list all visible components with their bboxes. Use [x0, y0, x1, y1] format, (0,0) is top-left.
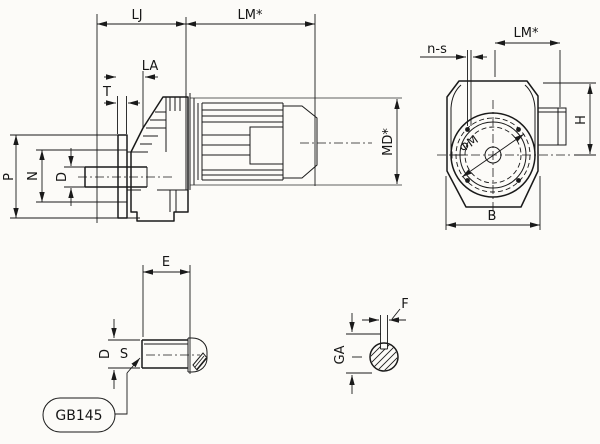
- dim-label-d-side: D: [55, 172, 70, 182]
- standard-label-gb145: GB145: [55, 408, 102, 424]
- terminal-box-front: [538, 107, 567, 146]
- gb145-balloon: [42, 397, 116, 433]
- dim-label-n: N: [26, 171, 41, 181]
- housing-top-fins: [169, 97, 181, 111]
- dim-label-lm-front: LM*: [514, 26, 539, 41]
- flange-circles: [437, 100, 572, 220]
- shaft-end-detail: E D S: [42, 255, 208, 433]
- ga-dimension: GA: [333, 313, 381, 394]
- dim-label-ns: n-s: [427, 42, 447, 57]
- dim-label-ga: GA: [333, 345, 348, 364]
- bolt-hole: [465, 127, 470, 132]
- motor-envelope: [190, 97, 402, 186]
- motor-joint: [185, 93, 199, 190]
- shaft-cross-section: F GA: [333, 297, 409, 394]
- p-n-d-dimensions: P N D: [2, 134, 140, 219]
- side-view: LJ LM* LA T P N: [2, 8, 402, 223]
- shaft-end-cap: [188, 337, 208, 373]
- h-dimension: H: [543, 82, 596, 156]
- fan-cowl: [283, 105, 318, 179]
- dim-label-e: E: [162, 255, 170, 270]
- bolt-holes: [465, 127, 521, 183]
- dim-label-lm-side: LM*: [238, 8, 263, 23]
- front-view: ΦM n-s LM* H B: [420, 26, 596, 230]
- bolt-hole: [516, 178, 521, 183]
- dim-label-b: B: [488, 209, 497, 224]
- center-hole-callout: S GB145: [42, 347, 141, 433]
- dim-label-la: LA: [142, 59, 159, 74]
- b-dimension: B: [445, 176, 541, 230]
- dim-label-md: MD*: [381, 128, 396, 156]
- dim-label-d-detail: D: [98, 349, 113, 359]
- la-dimension: LA: [104, 59, 158, 129]
- dim-label-p: P: [2, 173, 17, 181]
- ns-dimension: n-s: [420, 42, 487, 126]
- motor-fins: [202, 109, 283, 176]
- dim-label-s: S: [120, 347, 128, 362]
- d-detail-dimension: D: [98, 319, 140, 389]
- e-dimension: E: [142, 255, 191, 374]
- dim-label-f: F: [401, 297, 408, 312]
- housing-ribs: [138, 111, 166, 153]
- t-dimension: T: [102, 85, 140, 134]
- bolt-hole: [516, 127, 521, 132]
- section-circle: [352, 341, 399, 372]
- front-housing: [446, 80, 567, 208]
- motor-body: [201, 102, 372, 181]
- center-hole-slot: [192, 352, 208, 371]
- gearbox-housing: [130, 96, 189, 222]
- lm-front-dimension: LM*: [494, 26, 561, 107]
- dim-label-t: T: [102, 85, 111, 100]
- keyway-slot: [380, 341, 388, 349]
- housing-bottom-fins: [157, 189, 188, 212]
- lj-lm-dimension: LJ LM*: [96, 8, 316, 223]
- output-flange: [117, 134, 141, 219]
- output-shaft: [78, 166, 175, 188]
- terminal-box: [249, 126, 284, 165]
- f-dimension: F: [362, 297, 409, 349]
- housing-ear-right: [524, 84, 536, 150]
- housing-ear-left: [450, 84, 462, 150]
- dim-label-h: H: [574, 115, 589, 125]
- dim-label-lj: LJ: [131, 8, 142, 23]
- bolt-hole: [465, 178, 470, 183]
- md-dimension: MD*: [381, 99, 400, 184]
- shaft-body: [141, 337, 208, 373]
